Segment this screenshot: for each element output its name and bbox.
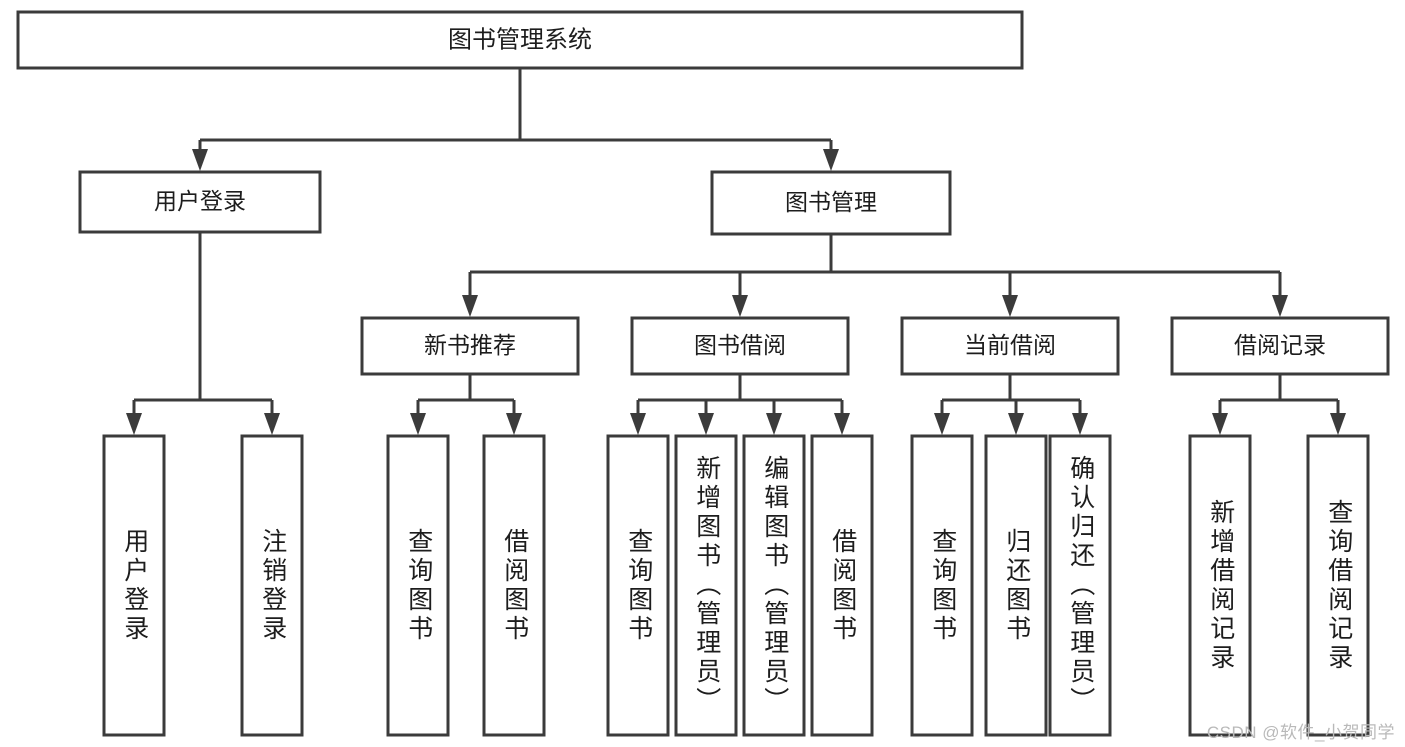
node-level2-new-book-recommend[interactable]: 新书推荐 (360, 316, 580, 376)
node-leaf-leaf-query-book-1[interactable] (386, 434, 450, 737)
node-level2-borrow-record[interactable]: 借阅记录 (1170, 316, 1390, 376)
node-level1-user-login[interactable]: 用户登录 (78, 170, 322, 234)
arrow-head-icon (1330, 413, 1346, 435)
node-leaf-leaf-add-record[interactable] (1188, 434, 1252, 737)
arrow-head-icon (1002, 295, 1018, 317)
arrow-head-icon (506, 413, 522, 435)
node-label: 图书借阅 (694, 332, 786, 358)
arrow-head-icon (1272, 295, 1288, 317)
node-label: 图书管理系统 (448, 26, 592, 53)
node-leaf-leaf-query-book-3[interactable] (910, 434, 974, 737)
node-leaf-leaf-borrow-book-2[interactable] (810, 434, 874, 737)
node-leaf-leaf-user-login[interactable] (102, 434, 166, 737)
arrow-head-icon (1212, 413, 1228, 435)
node-leaf-leaf-query-record[interactable] (1306, 434, 1370, 737)
node-leaf-leaf-borrow-book-1[interactable] (482, 434, 546, 737)
node-level2-current-borrow[interactable]: 当前借阅 (900, 316, 1120, 376)
node-level2-book-borrow[interactable]: 图书借阅 (630, 316, 850, 376)
arrow-head-icon (732, 295, 748, 317)
arrow-head-icon (192, 149, 208, 171)
arrow-head-icon (698, 413, 714, 435)
arrow-head-icon (766, 413, 782, 435)
node-label: 用户登录 (154, 188, 246, 214)
arrow-head-icon (1008, 413, 1024, 435)
arrow-head-icon (264, 413, 280, 435)
node-leaf-leaf-return-book[interactable] (984, 434, 1048, 737)
arrow-head-icon (823, 149, 839, 171)
connector-layer (126, 68, 1346, 435)
arrow-head-icon (630, 413, 646, 435)
arrow-head-icon (462, 295, 478, 317)
arrow-head-icon (934, 413, 950, 435)
arrow-head-icon (834, 413, 850, 435)
watermark-text: CSDN @软件_小贺同学 (1206, 723, 1395, 742)
arrow-head-icon (126, 413, 142, 435)
node-leaf-leaf-confirm-return[interactable] (1048, 434, 1112, 737)
node-label: 新书推荐 (424, 332, 516, 358)
node-level1-book-management[interactable]: 图书管理 (710, 170, 952, 236)
node-label: 当前借阅 (964, 332, 1056, 358)
node-leaf-leaf-edit-book[interactable] (742, 434, 806, 737)
node-label: 借阅记录 (1234, 332, 1326, 358)
node-leaf-leaf-add-book[interactable] (674, 434, 738, 737)
arrow-head-icon (410, 413, 426, 435)
node-leaf-leaf-logout[interactable] (240, 434, 304, 737)
node-label: 图书管理 (785, 189, 877, 215)
node-root-图书管理系统[interactable]: 图书管理系统 (16, 10, 1024, 70)
node-leaf-leaf-query-book-2[interactable] (606, 434, 670, 737)
arrow-head-icon (1072, 413, 1088, 435)
